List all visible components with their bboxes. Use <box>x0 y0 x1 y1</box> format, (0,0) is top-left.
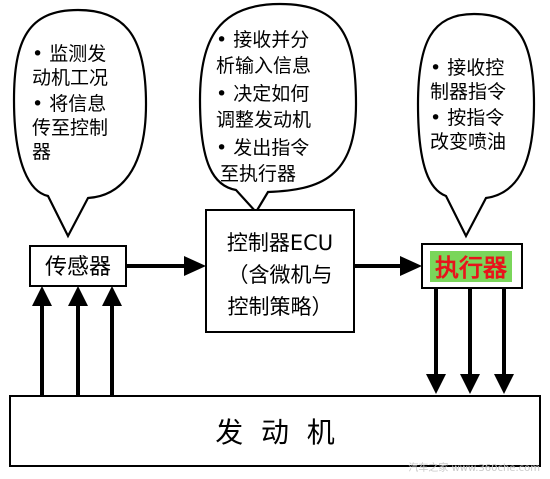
arrow-ecu-to-actuator <box>354 256 422 276</box>
ecu-bubble-line-4: 调整发动机 <box>216 109 311 131</box>
ecu-bubble-line-1: • 接收并分 <box>216 29 309 51</box>
ecu-box: 控制器ECU （含微机与 控制策略） <box>205 209 355 333</box>
arrow-actuator-to-engine-3 <box>494 288 514 394</box>
sensor-label: 传感器 <box>45 255 111 280</box>
sensor-bubble-line-3: • 将信息 <box>32 93 106 115</box>
ecu-label-line-2: （含微机与 <box>228 263 333 287</box>
ecu-bubble: • 接收并分 析输入信息 • 决定如何 调整发动机 • 发出指令 至执行器 <box>198 2 358 214</box>
arrow-engine-to-sensor-2 <box>68 286 88 396</box>
watermark: 汽车之家 www.360che.com <box>408 461 540 474</box>
actuator-bubble-line-3: • 按指令 <box>430 107 504 129</box>
arrow-actuator-to-engine-1 <box>426 288 446 394</box>
actuator-bubble: • 接收控 制器指令 • 按指令 改变喷油 <box>416 12 536 239</box>
actuator-bubble-line-2: 制器指令 <box>430 81 506 103</box>
actuator-box: 执行器 <box>421 243 523 289</box>
ecu-bubble-line-6: 至执行器 <box>220 163 296 185</box>
arrow-engine-to-sensor-1 <box>32 286 52 396</box>
engine-label: 发 动 机 <box>215 416 335 449</box>
sensor-bubble-line-1: • 监测发 <box>32 43 106 65</box>
ecu-bubble-line-2: 析输入信息 <box>216 55 311 77</box>
sensor-box: 传感器 <box>29 245 127 287</box>
ecu-label-line-3: 控制策略） <box>228 295 333 319</box>
sensor-bubble-line-2: 动机工况 <box>32 67 108 89</box>
sensor-bubble-line-4: 传至控制 <box>32 117 108 139</box>
actuator-label: 执行器 <box>435 254 508 282</box>
engine-box: 发 动 机 <box>9 395 541 467</box>
actuator-bubble-line-1: • 接收控 <box>430 57 504 79</box>
sensor-bubble: • 监测发 动机工况 • 将信息 传至控制 器 <box>12 8 148 239</box>
actuator-highlight <box>430 251 512 282</box>
arrow-sensor-to-ecu <box>126 256 206 276</box>
ecu-label-line-1: 控制器ECU <box>227 231 333 255</box>
arrow-actuator-to-engine-2 <box>460 288 480 394</box>
ecu-bubble-line-5: • 发出指令 <box>216 137 309 159</box>
sensor-bubble-line-5: 器 <box>32 141 51 163</box>
ecu-bubble-line-3: • 决定如何 <box>216 83 309 105</box>
actuator-bubble-line-4: 改变喷油 <box>430 131 506 153</box>
arrow-engine-to-sensor-3 <box>102 286 122 396</box>
